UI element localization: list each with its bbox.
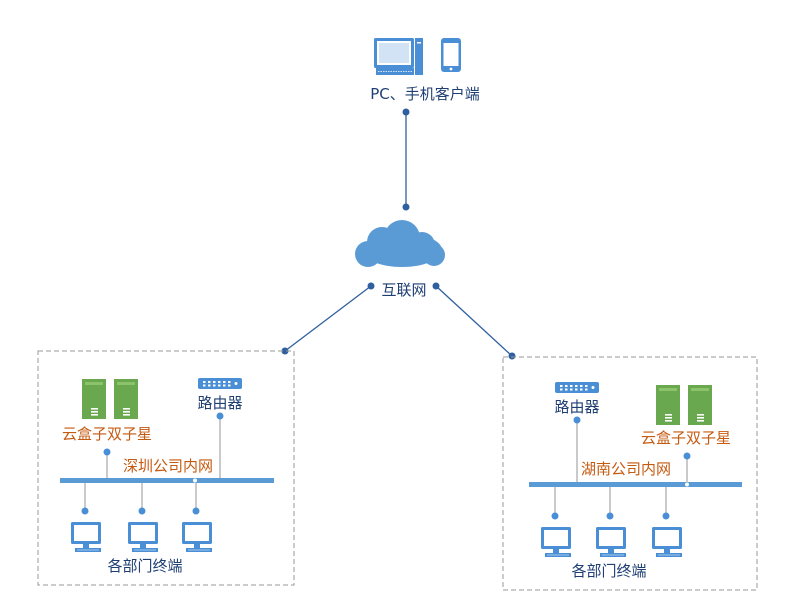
pc-icon xyxy=(374,38,423,75)
connector-dot xyxy=(281,347,289,355)
hunan-lan-label: 湖南公司内网 xyxy=(581,460,671,478)
phone-icon xyxy=(441,38,461,72)
connector-dot xyxy=(402,108,410,116)
cloud-icon xyxy=(355,220,445,267)
terminal-pc-icon xyxy=(127,521,159,553)
connector-dot xyxy=(573,416,581,424)
hunan-router-label: 路由器 xyxy=(554,398,599,416)
internet-label: 互联网 xyxy=(381,281,426,299)
hunan-server-label: 云盒子双子星 xyxy=(641,429,731,447)
client-label: PC、手机客户端 xyxy=(370,85,480,103)
connector-dot xyxy=(683,452,691,460)
connector-dot xyxy=(192,507,200,515)
terminal-pc-icon xyxy=(70,521,102,553)
terminal-pc-icon xyxy=(181,521,213,553)
shenzhen-office: 云盒子双子星 路由器 深圳公司内网 各部门终端 xyxy=(37,350,295,586)
connector-dot xyxy=(367,282,375,290)
shenzhen-terminals-label: 各部门终端 xyxy=(107,557,182,575)
hunan-terminals-label: 各部门终端 xyxy=(571,562,646,580)
terminal-pc-icon xyxy=(540,526,572,558)
connector-dot xyxy=(606,512,614,520)
server-icon xyxy=(688,385,712,425)
server-icon xyxy=(114,379,138,419)
connector-dot xyxy=(103,448,111,456)
server-icon xyxy=(82,379,106,419)
hunan-office-boundary xyxy=(502,356,758,591)
connector-dot xyxy=(662,512,670,520)
terminal-pc-icon xyxy=(595,526,627,558)
lan-bus xyxy=(60,478,274,483)
shenzhen-office-boundary xyxy=(37,350,295,586)
connector-dot xyxy=(685,482,689,487)
internet-hunan-link xyxy=(435,285,513,357)
internet-shenzhen-link xyxy=(284,285,372,352)
connector-dot xyxy=(432,282,440,290)
hunan-office: 路由器 云盒子双子星 湖南公司内网 各部门终端 xyxy=(502,356,758,591)
connector-dot xyxy=(551,512,559,520)
connector-dot xyxy=(81,507,89,515)
connector-dot xyxy=(216,412,224,420)
terminal-pc-icon xyxy=(651,526,683,558)
shenzhen-lan-label: 深圳公司内网 xyxy=(123,457,213,475)
shenzhen-router-label: 路由器 xyxy=(197,394,242,412)
shenzhen-server-label: 云盒子双子星 xyxy=(62,425,152,443)
lan-bus xyxy=(529,482,742,487)
router-icon xyxy=(555,382,599,393)
connector-dot xyxy=(138,507,146,515)
connector-dot xyxy=(193,478,197,483)
connector-dot xyxy=(508,352,516,360)
connector-dot xyxy=(402,203,410,211)
router-icon xyxy=(198,378,242,389)
server-icon xyxy=(656,385,680,425)
